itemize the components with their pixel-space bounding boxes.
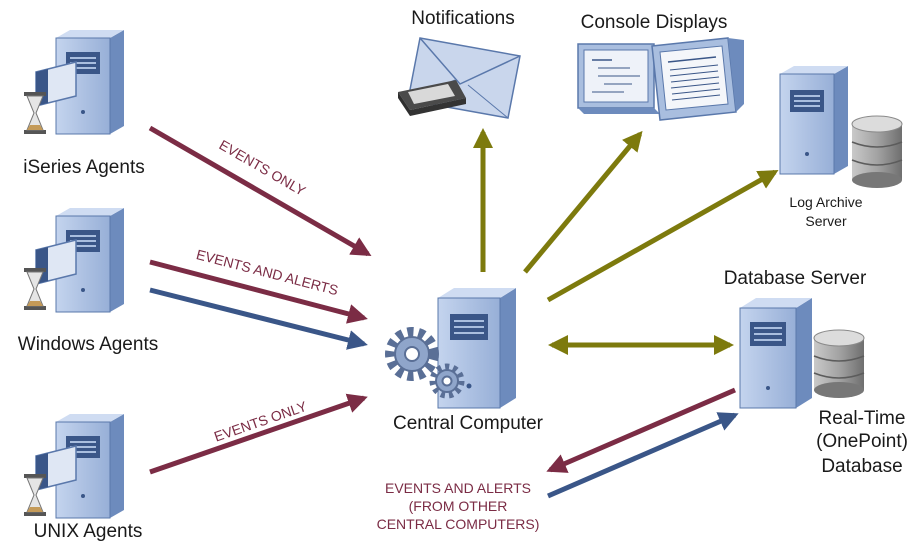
realtime-db-label-line1: Real-Time bbox=[819, 408, 906, 429]
windows-agent-node: Windows Agents bbox=[18, 208, 158, 355]
arrow-central-to-console bbox=[523, 130, 643, 274]
gear-icon bbox=[429, 363, 465, 399]
unix-agent-node: UNIX Agents bbox=[24, 414, 142, 541]
arrow-iseries-to-central bbox=[148, 125, 372, 257]
arrow-database-to-other-centrals bbox=[546, 387, 736, 473]
server-icon bbox=[739, 298, 812, 409]
database-server-label: Database Server bbox=[724, 268, 867, 289]
console-displays-label: Console Displays bbox=[581, 12, 728, 33]
console-displays-node: Console Displays bbox=[577, 12, 744, 121]
flow-label-iseries: EVENTS ONLY bbox=[216, 136, 309, 199]
flow-label-other-line1: EVENTS AND ALERTS bbox=[385, 480, 531, 496]
realtime-db-label-line2: (OnePoint) bbox=[816, 431, 908, 452]
notifications-node: Notifications bbox=[398, 8, 521, 119]
monitor-icon bbox=[577, 43, 660, 114]
hourglass-icon bbox=[24, 92, 46, 134]
server-icon bbox=[437, 288, 516, 409]
log-archive-server-node: Log Archive Server bbox=[779, 66, 903, 229]
gear-icon bbox=[385, 327, 439, 381]
monitor-icon bbox=[651, 37, 744, 121]
notifications-label: Notifications bbox=[411, 8, 515, 29]
arrow-unix-to-central bbox=[149, 393, 368, 475]
arrow-other-centrals-to-database bbox=[547, 412, 739, 499]
log-archive-label-line1: Log Archive bbox=[789, 194, 862, 210]
realtime-db-label-line3: Database bbox=[821, 456, 902, 477]
log-archive-label-line2: Server bbox=[805, 213, 847, 229]
unix-agents-label: UNIX Agents bbox=[34, 521, 143, 541]
central-computer-node: Central Computer bbox=[385, 288, 544, 434]
database-icon bbox=[851, 115, 903, 188]
arrows bbox=[148, 125, 779, 499]
arrow-windows-alerts-to-central bbox=[149, 287, 368, 350]
iseries-agent-node: iSeries Agents bbox=[23, 30, 145, 178]
central-computer-label: Central Computer bbox=[393, 413, 544, 434]
database-icon bbox=[813, 329, 865, 398]
database-server-node: Database Server Real-Time (OnePoint) Dat… bbox=[724, 268, 908, 477]
hourglass-icon bbox=[24, 474, 46, 516]
arrow-windows-events-to-central bbox=[149, 259, 368, 324]
flow-label-other-line2: (FROM OTHER bbox=[409, 498, 508, 514]
pager-icon bbox=[398, 80, 466, 116]
server-icon bbox=[779, 66, 848, 175]
windows-agents-label: Windows Agents bbox=[18, 334, 158, 355]
arrow-central-to-log-archive bbox=[546, 169, 779, 303]
iseries-agents-label: iSeries Agents bbox=[23, 157, 144, 178]
hourglass-icon bbox=[24, 268, 46, 310]
flow-label-other-line3: CENTRAL COMPUTERS) bbox=[377, 516, 540, 532]
